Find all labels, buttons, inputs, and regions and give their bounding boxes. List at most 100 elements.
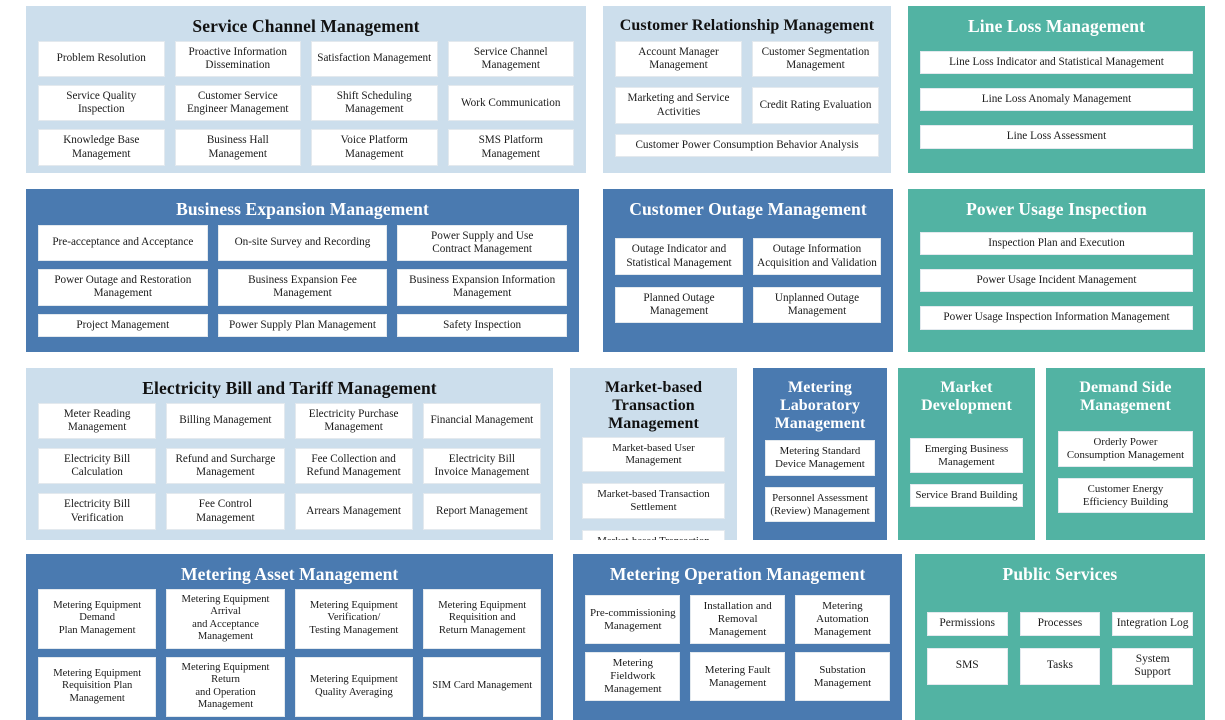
module-card[interactable]: Proactive Information Dissemination	[174, 40, 301, 78]
architecture-row-2: Business Expansion Management Pre-accept…	[26, 189, 1205, 352]
module-card[interactable]: Report Management	[422, 493, 541, 530]
module-card[interactable]: Business Expansion Information Managemen…	[397, 269, 567, 306]
module-card[interactable]: Tasks	[1019, 647, 1101, 685]
module-card[interactable]: Service Brand Building	[910, 484, 1023, 507]
architecture-row-1: Service Channel Management Problem Resol…	[26, 6, 1205, 173]
module-card[interactable]: Power Usage Incident Management	[920, 269, 1193, 293]
module-card[interactable]: Work Communication	[447, 85, 574, 122]
module-card[interactable]: Outage Information Acquisition and Valid…	[753, 238, 881, 275]
module-card[interactable]: SMS Platform Management	[447, 129, 574, 166]
module-card[interactable]: Metering Equipment Return and Operation …	[166, 656, 285, 717]
module-card[interactable]: Fee Collection and Refund Management	[294, 448, 413, 485]
module-card[interactable]: SMS	[926, 647, 1008, 685]
panel-title-public-services: Public Services	[1002, 564, 1118, 584]
module-card[interactable]: Meter Reading Management	[38, 402, 157, 440]
module-card[interactable]: Fee Control Management	[166, 493, 285, 530]
module-card[interactable]: Substation Management	[795, 652, 890, 702]
module-card[interactable]: Arrears Management	[294, 493, 413, 530]
module-card[interactable]: Financial Management	[422, 402, 541, 440]
module-card[interactable]: Credit Rating Evaluation	[752, 87, 879, 124]
panel-items-metering-laboratory-management: Metering Standard Device Management Pers…	[763, 435, 877, 530]
module-card[interactable]: Billing Management	[166, 402, 285, 440]
module-card[interactable]: Business Expansion Fee Management	[217, 269, 388, 306]
panel-title-electricity-bill-and-tariff-management: Electricity Bill and Tariff Management	[142, 378, 437, 398]
panel-items-service-channel-management: Problem Resolution Proactive Information…	[36, 39, 576, 170]
panel-items-public-services: Permissions Processes Integration Log SM…	[925, 587, 1195, 712]
module-card[interactable]: Safety Inspection	[397, 313, 567, 337]
module-card[interactable]: Account Manager Management	[615, 40, 742, 78]
module-card[interactable]: Metering Fault Management	[690, 652, 786, 702]
module-card[interactable]: Planned Outage Management	[615, 286, 743, 324]
module-card[interactable]: Permissions	[926, 611, 1008, 636]
module-card[interactable]: Project Management	[38, 313, 208, 337]
panel-items-demand-side-management: Orderly Power Consumption Management Cus…	[1056, 417, 1195, 530]
module-card[interactable]: Service Channel Management	[447, 40, 574, 78]
module-card[interactable]: Processes	[1019, 611, 1101, 636]
module-card[interactable]: Voice Platform Management	[311, 129, 438, 166]
module-card[interactable]: Line Loss Indicator and Statistical Mana…	[920, 50, 1193, 75]
module-card[interactable]: Power Usage Inspection Information Manag…	[920, 306, 1193, 330]
panel-items-line-loss-management: Line Loss Indicator and Statistical Mana…	[918, 39, 1195, 163]
panel-market-based-transaction-management: Market-based Transaction Management Mark…	[570, 368, 737, 540]
module-card[interactable]: Electricity Bill Verification	[38, 493, 157, 530]
panel-items-power-usage-inspection: Inspection Plan and Execution Power Usag…	[918, 222, 1195, 342]
module-card[interactable]: Refund and Surcharge Management	[166, 448, 285, 485]
module-card[interactable]: System Support	[1112, 647, 1193, 685]
module-card[interactable]: Electricity Bill Invoice Management	[422, 448, 541, 485]
panel-items-market-development: Emerging Business Management Service Bra…	[908, 417, 1025, 530]
panel-metering-asset-management: Metering Asset Management Metering Equip…	[26, 554, 554, 720]
module-card[interactable]: Line Loss Assessment	[920, 125, 1193, 149]
module-card[interactable]: SIM Card Management	[423, 656, 542, 717]
module-card[interactable]: Orderly Power Consumption Management	[1058, 431, 1193, 467]
module-card[interactable]: Metering Fieldwork Management	[585, 652, 681, 702]
module-card[interactable]: Power Supply Plan Management	[217, 313, 388, 337]
module-card[interactable]: Metering Equipment Arrival and Acceptanc…	[166, 588, 285, 649]
module-card[interactable]: Marketing and Service Activities	[615, 87, 742, 124]
module-card[interactable]: Service Quality Inspection	[38, 85, 165, 122]
module-card[interactable]: Installation and Removal Management	[690, 595, 786, 645]
module-card[interactable]: Metering Equipment Requisition and Retur…	[423, 588, 542, 649]
panel-items-electricity-bill-and-tariff-management: Meter Reading Management Billing Managem…	[36, 401, 543, 534]
module-card[interactable]: Metering Equipment Requisition Plan Mana…	[38, 656, 157, 717]
module-card[interactable]: Metering Equipment Quality Averaging	[294, 656, 414, 717]
module-card[interactable]: Market-based User Management	[582, 436, 725, 473]
panel-title-power-usage-inspection: Power Usage Inspection	[966, 199, 1147, 219]
module-card[interactable]: Integration Log	[1112, 611, 1193, 636]
module-card[interactable]: Pre-acceptance and Acceptance	[38, 224, 208, 262]
module-card[interactable]: Business Hall Management	[174, 129, 301, 166]
panel-title-metering-asset-management: Metering Asset Management	[181, 564, 399, 584]
module-card[interactable]: Metering Equipment Demand Plan Managemen…	[38, 588, 157, 649]
panel-title-metering-operation-management: Metering Operation Management	[609, 564, 866, 584]
module-card[interactable]: Unplanned Outage Management	[753, 286, 881, 324]
module-card[interactable]: Metering Standard Device Management	[765, 440, 875, 476]
module-card[interactable]: Problem Resolution	[38, 40, 165, 78]
panel-title-line-loss-management: Line Loss Management	[968, 16, 1145, 36]
panel-metering-laboratory-management: Metering Laboratory Management Metering …	[753, 368, 887, 540]
module-card[interactable]: Outage Indicator and Statistical Managem…	[615, 238, 743, 275]
module-card[interactable]: Shift Scheduling Management	[311, 85, 438, 122]
module-card[interactable]: Electricity Purchase Management	[294, 402, 413, 440]
module-card[interactable]: Metering Equipment Verification/ Testing…	[294, 588, 414, 649]
module-card[interactable]: Satisfaction Management	[311, 40, 438, 78]
module-card[interactable]: Power Supply and Use Contract Management	[397, 224, 567, 262]
module-card[interactable]: Customer Energy Efficiency Building	[1058, 477, 1193, 514]
panel-items-customer-outage-management: Outage Indicator and Statistical Managem…	[613, 222, 883, 342]
module-card[interactable]: Market-based Transaction Settlement	[582, 483, 725, 519]
module-card[interactable]: Metering Automation Management	[795, 595, 890, 645]
module-card[interactable]: Knowledge Base Management	[38, 129, 165, 166]
module-card[interactable]: On-site Survey and Recording	[217, 224, 388, 262]
panel-electricity-bill-and-tariff-management: Electricity Bill and Tariff Management M…	[26, 368, 553, 540]
panel-metering-operation-management: Metering Operation Management Pre-commis…	[573, 554, 902, 720]
module-card[interactable]: Line Loss Anomaly Management	[920, 88, 1193, 112]
module-card[interactable]: Inspection Plan and Execution	[920, 231, 1193, 256]
module-card[interactable]: Personnel Assessment (Review) Management	[765, 486, 875, 523]
module-card[interactable]: Customer Power Consumption Behavior Anal…	[615, 133, 879, 157]
panel-demand-side-management: Demand Side Management Orderly Power Con…	[1046, 368, 1205, 540]
module-card[interactable]: Market-based Transaction Refund and Surc…	[582, 529, 725, 540]
module-card[interactable]: Emerging Business Management	[910, 437, 1023, 474]
module-card[interactable]: Pre-commissioning Management	[585, 595, 681, 645]
module-card[interactable]: Power Outage and Restoration Management	[38, 269, 208, 306]
module-card[interactable]: Electricity Bill Calculation	[38, 448, 157, 485]
module-card[interactable]: Customer Service Engineer Management	[174, 85, 301, 122]
module-card[interactable]: Customer Segmentation Management	[752, 40, 879, 78]
